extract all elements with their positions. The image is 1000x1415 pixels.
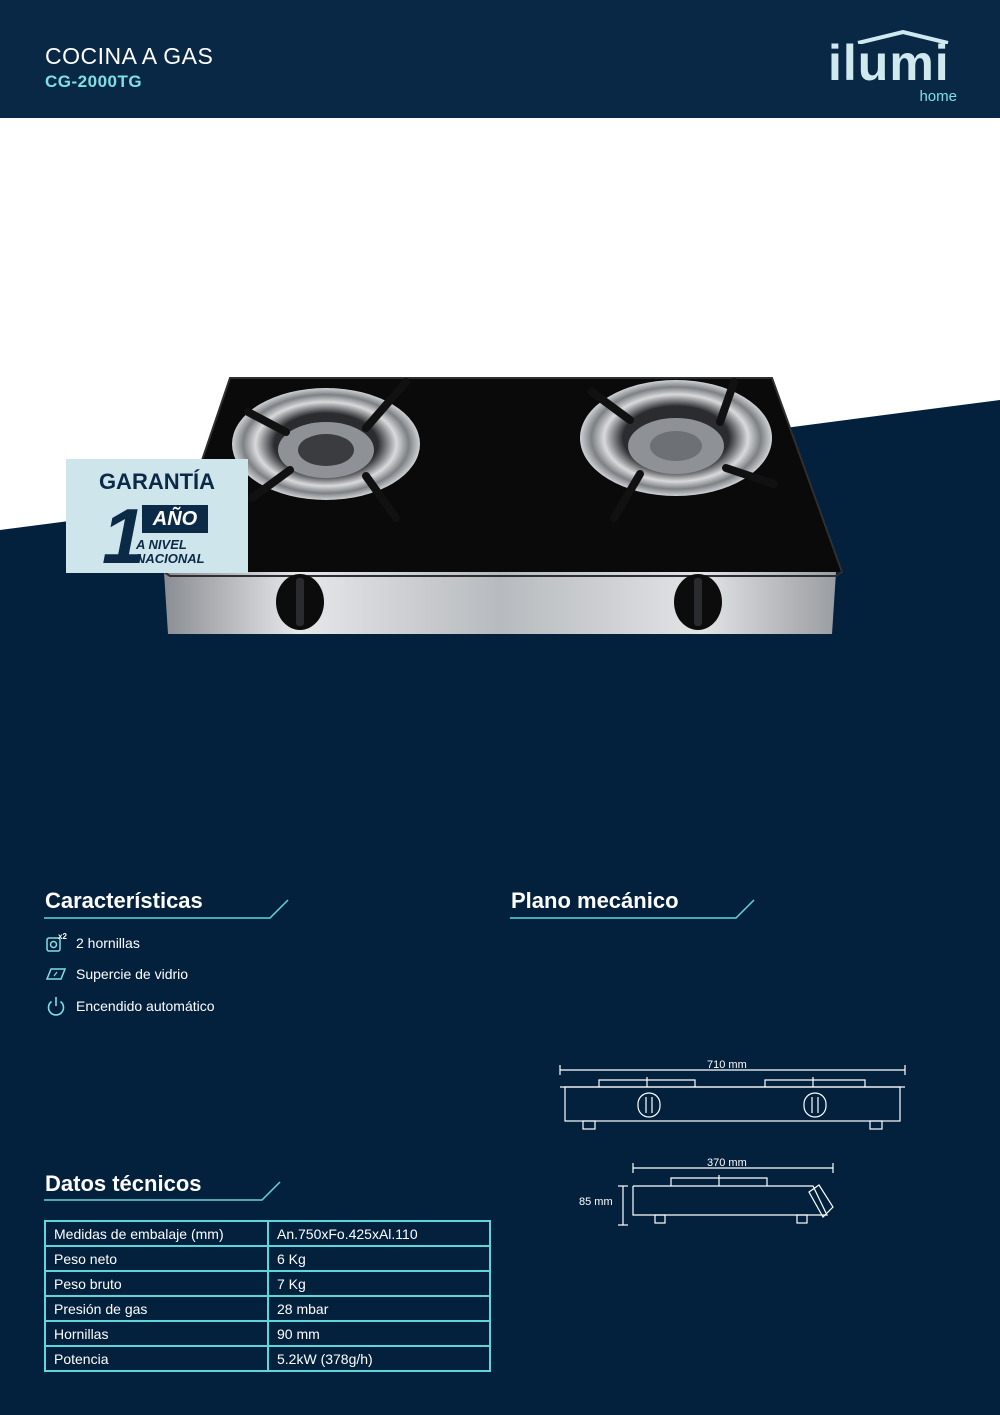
table-row: Hornillas 90 mm <box>44 1320 491 1347</box>
table-row: Presión de gas 28 mbar <box>44 1295 491 1322</box>
warranty-badge: GARANTÍA 1 AÑO A NIVEL NACIONAL <box>66 459 248 580</box>
table-row: Medidas de embalaje (mm) An.750xFo.425xA… <box>44 1220 491 1247</box>
feature-label: Encendido automático <box>76 998 215 1014</box>
spec-value: 28 mbar <box>267 1295 491 1322</box>
burner-x2-icon: x2 <box>46 932 67 952</box>
table-row: Peso bruto 7 Kg <box>44 1270 491 1297</box>
features-heading-underline <box>44 899 289 919</box>
spec-label: Peso bruto <box>44 1270 269 1297</box>
spec-label: Peso neto <box>44 1245 269 1272</box>
warranty-title: GARANTÍA <box>98 469 216 494</box>
spec-label: Hornillas <box>44 1320 269 1347</box>
warranty-number: 1 <box>102 492 146 580</box>
feature-item: x2 2 hornillas <box>45 932 140 954</box>
spec-label: Presión de gas <box>44 1295 269 1322</box>
glass-surface-icon <box>45 968 67 980</box>
mechanical-heading-underline <box>510 899 755 919</box>
header-bar: COCINA A GAS CG-2000TG ilumi home <box>0 0 1000 118</box>
logo-wordmark: ilumi <box>828 35 950 91</box>
product-title: COCINA A GAS <box>45 43 214 69</box>
specs-heading: Datos técnicos <box>45 1171 202 1196</box>
house-roof-icon <box>857 30 949 44</box>
spec-value: An.750xFo.425xAl.110 <box>267 1220 491 1247</box>
table-row: Peso neto 6 Kg <box>44 1245 491 1272</box>
feature-label: Supercie de vidrio <box>76 966 189 982</box>
features-heading: Características <box>45 888 203 913</box>
spec-label: Potencia <box>44 1345 269 1372</box>
mechanical-heading: Plano mecánico <box>511 888 679 913</box>
feature-item: Encendido automático <box>45 995 215 1017</box>
specs-heading-underline <box>44 1181 281 1201</box>
width-dimension-label: 710 mm <box>707 1059 747 1071</box>
warranty-scope-line1: A NIVEL <box>136 537 187 552</box>
brand-logo[interactable]: ilumi home <box>826 30 961 108</box>
specs-table: Medidas de embalaje (mm) An.750xFo.425xA… <box>44 1220 491 1372</box>
spec-label: Medidas de embalaje (mm) <box>44 1220 269 1247</box>
spec-value: 90 mm <box>267 1320 491 1347</box>
gas-stove-image <box>162 377 844 634</box>
logo-subtitle: home <box>919 88 957 105</box>
spec-value: 5.2kW (378g/h) <box>267 1345 491 1372</box>
height-dimension-label: 85 mm <box>579 1196 613 1208</box>
table-row: Potencia 5.2kW (378g/h) <box>44 1345 491 1372</box>
spec-value: 6 Kg <box>267 1245 491 1272</box>
depth-dimension-label: 370 mm <box>707 1157 747 1169</box>
warranty-scope-line2: NACIONAL <box>136 551 205 566</box>
spec-value: 7 Kg <box>267 1270 491 1297</box>
feature-item: Supercie de vidrio <box>45 963 188 985</box>
product-model: CG-2000TG <box>45 72 143 91</box>
burner-count-label: x2 <box>58 932 67 941</box>
power-icon <box>47 997 65 1016</box>
mechanical-drawing: 710 mm 370 mm 85 mm <box>559 1059 906 1226</box>
feature-label: 2 hornillas <box>76 935 140 951</box>
warranty-unit: AÑO <box>142 505 208 533</box>
